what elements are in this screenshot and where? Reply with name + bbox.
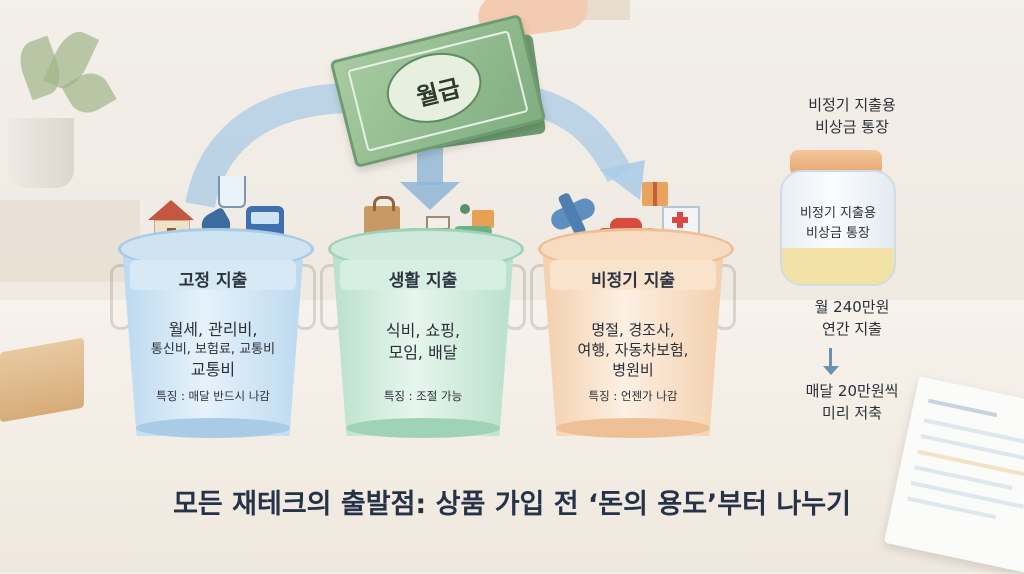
bucket-item: 여행, 자동차보험, (577, 341, 689, 359)
arrow-to-fixed (185, 83, 351, 209)
jar-caption: 비정기 지출용 비상금 통장 (752, 94, 952, 138)
monthly-label: 미리 저축 (822, 404, 882, 422)
plant-pot (8, 118, 74, 188)
annual-amount: 월 240만원 (814, 298, 890, 316)
gift-icon (642, 182, 668, 206)
bucket-feature: 특징 : 조절 가능 (383, 389, 463, 403)
bucket-item: 명절, 경조사, (591, 321, 675, 339)
monthly-amount: 매달 20만원씩 (805, 382, 899, 400)
bucket-items: 명절, 경조사, 여행, 자동차보험, 병원비 (550, 320, 716, 380)
jar-label-line: 비상금 통장 (806, 226, 870, 241)
bucket-item: 교통비 (190, 360, 236, 379)
jar-label-line: 비정기 지출용 (800, 206, 876, 221)
down-arrow-icon (829, 348, 832, 368)
bucket-title: 비정기 지출 (590, 271, 676, 291)
jar-label: 비정기 지출용 비상금 통장 (782, 204, 894, 244)
cup-icon (218, 176, 246, 208)
down-arrow-icon-head (823, 366, 839, 375)
bucket-item: 모임, 배달 (388, 343, 458, 362)
bucket-item: 통신비, 보험료, 교통비 (150, 342, 276, 357)
bucket-title: 고정 지출 (178, 271, 248, 291)
arrow-head-living (400, 182, 460, 210)
jar-caption-line: 비정기 지출용 (808, 96, 896, 114)
bucket-items: 식비, 쇼핑, 모임, 배달 (340, 320, 506, 364)
bucket-living-expenses: 생활 지출 식비, 쇼핑, 모임, 배달 특징 : 조절 가능 (320, 228, 526, 438)
bucket-item: 월세, 관리비, (168, 320, 258, 339)
headline: 모든 재테크의 출발점: 상품 가입 전 ‘돈의 용도’부터 나누기 (173, 489, 851, 520)
annual-spending-note: 월 240만원 연간 지출 (752, 296, 952, 340)
bucket-feature: 특징 : 매달 반드시 나감 (156, 389, 270, 403)
jar-caption-line: 비상금 통장 (815, 118, 889, 136)
bucket-feature: 특징 : 언젠가 나감 (588, 389, 678, 403)
bucket-irregular-expenses: 비정기 지출 명절, 경조사, 여행, 자동차보험, 병원비 특징 : 언젠가 … (530, 228, 736, 438)
monthly-saving-note: 매달 20만원씩 미리 저축 (752, 380, 952, 424)
bucket-fixed-expenses: 고정 지출 월세, 관리비, 통신비, 보험료, 교통비 교통비 특징 : 매달… (110, 228, 316, 438)
bucket-item: 병원비 (612, 361, 654, 379)
emergency-fund-jar: 비정기 지출용 비상금 통장 (780, 170, 896, 286)
bucket-items: 월세, 관리비, 통신비, 보험료, 교통비 교통비 (130, 320, 296, 380)
bucket-title: 생활 지출 (388, 271, 458, 291)
annual-label: 연간 지출 (822, 320, 882, 338)
arrow-head-irregular (600, 160, 645, 200)
bucket-item: 식비, 쇼핑, (385, 321, 461, 340)
